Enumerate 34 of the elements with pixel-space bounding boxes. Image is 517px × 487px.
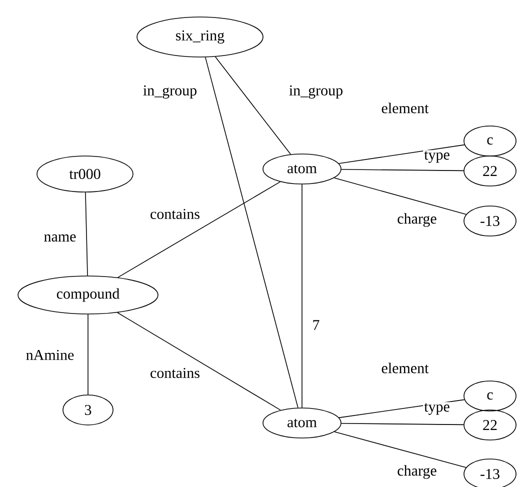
ellipse-node: c xyxy=(464,126,516,156)
ellipse-node: 22 xyxy=(464,156,516,186)
connector-line xyxy=(85,192,88,276)
connector-line xyxy=(117,181,281,278)
ellipse-node: six_ring xyxy=(136,16,264,58)
connector-line xyxy=(334,177,467,215)
edge-label: in_group xyxy=(288,84,344,100)
ellipse-node: compound xyxy=(18,276,158,314)
ellipse-node: c xyxy=(464,380,516,412)
edge-label: 7 xyxy=(311,319,321,331)
connector-line xyxy=(338,144,465,164)
connector-line xyxy=(117,312,281,410)
ellipse-node: 3 xyxy=(62,394,114,426)
edge-label: type xyxy=(423,402,451,416)
ellipse-node: -13 xyxy=(464,206,516,236)
ellipse-node: atom xyxy=(262,408,342,438)
edge-label: nAmine xyxy=(24,348,76,362)
ellipse-node: 22 xyxy=(464,410,516,440)
edge-label: name xyxy=(42,233,78,243)
connector-line xyxy=(214,56,291,155)
connector-line xyxy=(340,423,464,426)
edge-label: contains xyxy=(149,208,201,220)
edge-label: element xyxy=(380,362,430,374)
edge-label: type xyxy=(423,150,451,164)
edge-label: charge xyxy=(396,464,438,480)
ellipse-node: atom xyxy=(262,154,342,184)
edge-label: contains xyxy=(149,366,201,380)
connector-line xyxy=(340,169,464,172)
edge-label: element xyxy=(380,102,430,114)
connector-line xyxy=(204,56,298,408)
edge-label: charge xyxy=(396,212,438,228)
edge-label: in_group xyxy=(142,84,198,100)
ellipse-node: tr000 xyxy=(36,156,134,192)
connector-line xyxy=(334,431,466,468)
